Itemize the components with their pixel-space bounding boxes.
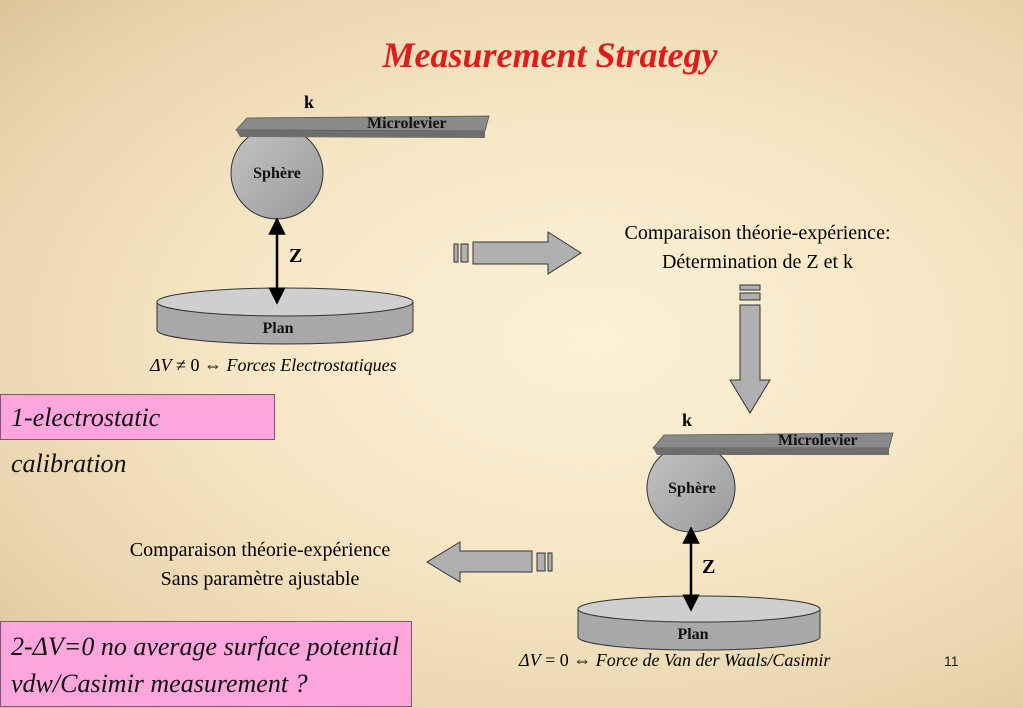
top-plan-label: Plan: [262, 320, 294, 337]
right-block-arrow: [453, 231, 582, 275]
comparison-bottom-line1: Comparaison théorie-expérience: [129, 539, 391, 561]
top-z-label: Z: [289, 245, 303, 267]
bottom-setup: [577, 432, 894, 651]
step1-box: 1-electrostatic calibration: [0, 394, 275, 478]
top-formula-op: ≠ 0 ⇔: [171, 355, 227, 375]
bottom-formula-delta: ΔV: [519, 650, 541, 670]
top-setup: [156, 115, 490, 345]
step1-label: 1-electrostatic calibration: [11, 403, 161, 478]
comparison-top-line1: Comparaison théorie-expérience:: [624, 222, 891, 244]
top-k-label: k: [304, 92, 315, 112]
comparison-top-line2: Détermination de Z et k: [661, 251, 854, 273]
bottom-k-label: k: [682, 410, 693, 430]
bottom-formula-text: Force de Van der Waals/Casimir: [595, 650, 831, 670]
bottom-sphere-label: Sphère: [668, 480, 716, 497]
top-formula-delta: ΔV: [150, 355, 172, 375]
comparison-bottom: Comparaison théorie-expérience Sans para…: [60, 536, 460, 594]
bottom-cantilever-label: Microlevier: [778, 432, 858, 449]
top-cantilever-label: Microlevier: [367, 115, 447, 132]
step2-line2: vdw/Casimir measurement ?: [11, 669, 308, 698]
down-block-arrow: [729, 284, 771, 414]
comparison-top: Comparaison théorie-expérience: Détermin…: [560, 219, 955, 277]
top-formula-text: Forces Electrostatiques: [226, 355, 397, 375]
bottom-z-label: Z: [702, 556, 716, 578]
top-sphere-label: Sphère: [253, 165, 301, 182]
step2-box: 2-ΔV=0 no average surface potential vdw/…: [0, 621, 412, 707]
left-block-arrow: [426, 541, 553, 583]
bottom-plan-label: Plan: [677, 626, 709, 643]
top-formula: ΔV ≠ 0 ⇔ Forces Electrostatiques: [150, 355, 397, 376]
slide-title: Measurement Strategy: [382, 35, 718, 75]
comparison-bottom-line2: Sans paramètre ajustable: [160, 568, 360, 590]
page-number: 11: [944, 653, 959, 669]
bottom-formula-op: = 0 ⇔: [540, 650, 596, 670]
bottom-cantilever: [652, 432, 894, 455]
bottom-formula: ΔV = 0 ⇔ Force de Van der Waals/Casimir: [519, 650, 830, 671]
top-cantilever: [235, 115, 490, 138]
step2-line1: 2-ΔV=0 no average surface potential: [11, 632, 400, 661]
